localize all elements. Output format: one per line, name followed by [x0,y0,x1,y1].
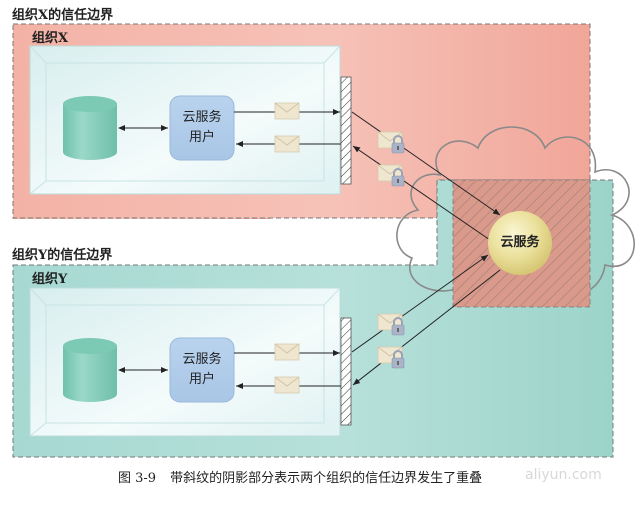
figure-caption-text: 带斜纹的阴影部分表示两个组织的信任边界发生了重叠 [170,471,483,486]
envelope-icon [274,102,300,120]
org-y-firewall-icon [340,317,352,426]
org-y-trust-boundary-label: 组织Y的信任边界 [12,248,113,263]
org-x-label: 组织X [32,31,69,46]
cloud-icon [396,126,635,307]
org-x-consumer-line2: 用户 [188,130,215,145]
figure-number: 图 3-9 [118,471,157,486]
org-x-firewall-icon [340,76,352,185]
org-x-consumer-text: 云服务 用户 [170,108,234,148]
envelope-icon [274,135,300,153]
org-x-to-cloud-arrow [351,111,501,216]
org-x-cloud-service-consumer [169,95,235,161]
org-y-to-cloud-arrow [351,254,489,353]
envelope-icon [274,376,300,394]
org-x-trust-boundary-label: 组织X的信任边界 [12,8,114,23]
org-x-database-icon [63,96,117,160]
envelope-icon [274,343,300,361]
watermark: aliyun.com [525,467,602,483]
org-y-consumer-line1: 云服务 [182,352,222,367]
cloud-to-org-y-arrow [352,269,501,386]
org-x-consumer-line1: 云服务 [182,110,222,125]
cloud-service-sphere [488,211,552,275]
org-y-cloud-service-consumer [169,337,235,403]
figure-caption: 图 3-9 带斜纹的阴影部分表示两个组织的信任边界发生了重叠 [118,467,482,486]
cloud-service-label: 云服务 [500,235,540,250]
org-y-consumer-text: 云服务 用户 [170,350,234,390]
org-y-database-icon [63,338,117,402]
org-y-label: 组织Y [32,272,68,287]
org-y-consumer-line2: 用户 [188,372,215,387]
cloud-to-org-x-arrow [352,145,491,241]
